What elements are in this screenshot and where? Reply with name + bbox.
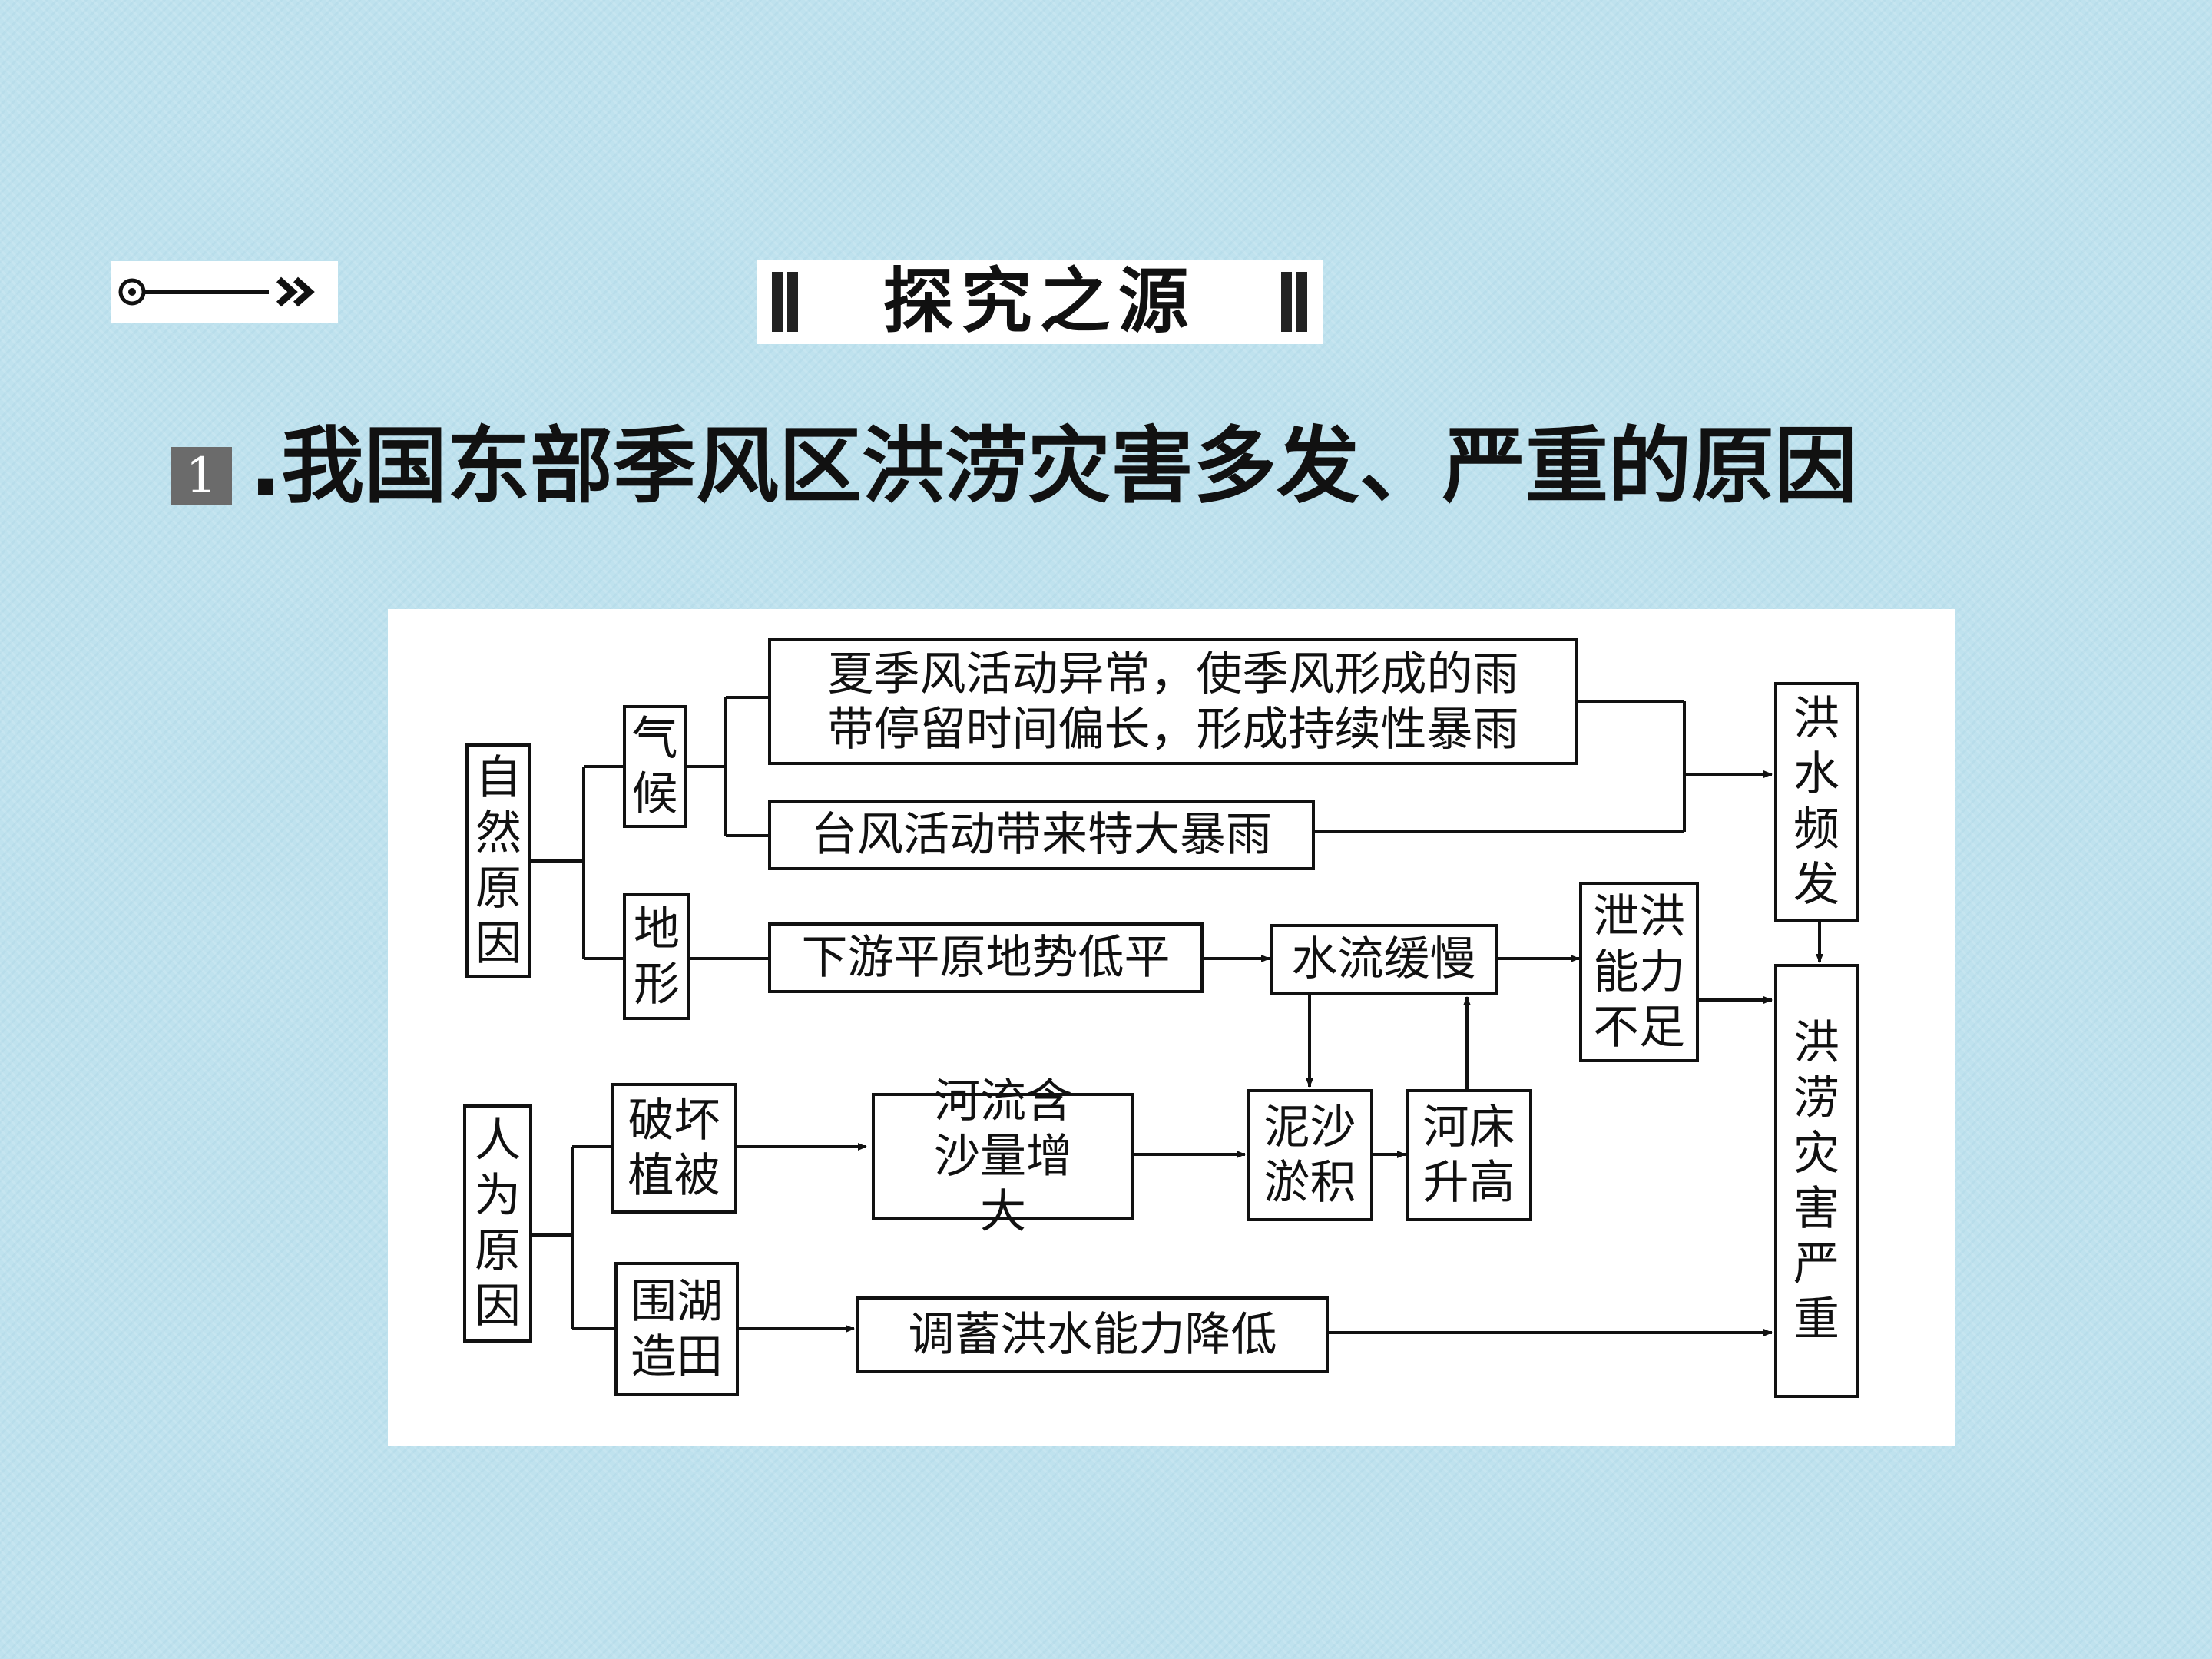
riverbed-rise-box: 河床升高 bbox=[1406, 1089, 1532, 1221]
silt-deposit-box: 泥沙淤积 bbox=[1247, 1089, 1373, 1221]
monsoon-anomaly-line2: 带停留时间偏长，形成持续性暴雨 bbox=[827, 702, 1519, 757]
climate-label: 气候 bbox=[631, 712, 678, 821]
reduced-storage-box: 调蓄洪水能力降低 bbox=[856, 1296, 1329, 1373]
destroy-vegetation-label: 破坏植被 bbox=[628, 1094, 720, 1203]
typhoon-rain-label: 台风活动带来特大暴雨 bbox=[811, 808, 1272, 862]
riverbed-rise-label: 河床升高 bbox=[1422, 1101, 1515, 1210]
poor-drainage-box: 泄洪能力不足 bbox=[1579, 882, 1699, 1062]
lower-plain-box: 下游平原地势低平 bbox=[768, 922, 1204, 993]
natural-causes-box: 自然原因 bbox=[465, 743, 531, 978]
severe-disasters-label: 洪涝灾害严重 bbox=[1793, 1015, 1839, 1346]
reclaim-lakes-box: 围湖造田 bbox=[614, 1262, 739, 1396]
banner-bar-right-inner bbox=[1281, 272, 1292, 332]
banner-bar-right bbox=[1296, 272, 1307, 332]
banner-title: 探究之源 bbox=[882, 260, 1197, 343]
frequent-floods-box: 洪水频发 bbox=[1774, 682, 1859, 922]
monsoon-anomaly-line1: 夏季风活动异常，使季风形成的雨 bbox=[827, 647, 1519, 701]
poor-drainage-label: 泄洪能力不足 bbox=[1593, 889, 1685, 1055]
destroy-vegetation-box: 破坏植被 bbox=[611, 1083, 737, 1214]
human-causes-label: 人为原因 bbox=[475, 1114, 521, 1333]
header-banner: 探究之源 bbox=[757, 260, 1323, 344]
banner-bar-left-inner bbox=[787, 272, 798, 332]
cause-flow-diagram: 自然原因 气候 地形 夏季风活动异常，使季风形成的雨 带停留时间偏长，形成持续性… bbox=[388, 609, 1955, 1446]
frequent-floods-label: 洪水频发 bbox=[1793, 692, 1839, 912]
connector-lines bbox=[530, 696, 1823, 1336]
reduced-storage-label: 调蓄洪水能力降低 bbox=[908, 1308, 1277, 1362]
lower-plain-label: 下游平原地势低平 bbox=[801, 931, 1171, 985]
section-marker bbox=[111, 261, 338, 323]
silt-deposit-label: 泥沙淤积 bbox=[1263, 1101, 1356, 1210]
page-title: .我国东部季风区洪涝灾害多发、严重的原因 bbox=[250, 419, 1858, 515]
climate-box: 气候 bbox=[623, 705, 687, 828]
banner-bar-left bbox=[772, 272, 783, 332]
terrain-box: 地形 bbox=[623, 893, 690, 1020]
monsoon-anomaly-box: 夏季风活动异常，使季风形成的雨 带停留时间偏长，形成持续性暴雨 bbox=[768, 638, 1578, 765]
target-arrow-icon bbox=[118, 276, 315, 307]
high-sediment-label: 河流含沙量增大 bbox=[934, 1074, 1072, 1239]
reclaim-lakes-label: 围湖造田 bbox=[631, 1274, 723, 1384]
slow-flow-label: 水流缓慢 bbox=[1291, 932, 1476, 986]
natural-causes-label: 自然原因 bbox=[475, 750, 522, 971]
terrain-label: 地形 bbox=[634, 902, 680, 1012]
slow-flow-box: 水流缓慢 bbox=[1270, 924, 1498, 995]
high-sediment-box: 河流含沙量增大 bbox=[872, 1075, 1134, 1239]
heading-number-badge: 1 bbox=[171, 447, 232, 505]
severe-disasters-box: 洪涝灾害严重 bbox=[1774, 964, 1859, 1398]
human-causes-box: 人为原因 bbox=[463, 1104, 532, 1343]
typhoon-rain-box: 台风活动带来特大暴雨 bbox=[768, 800, 1315, 870]
